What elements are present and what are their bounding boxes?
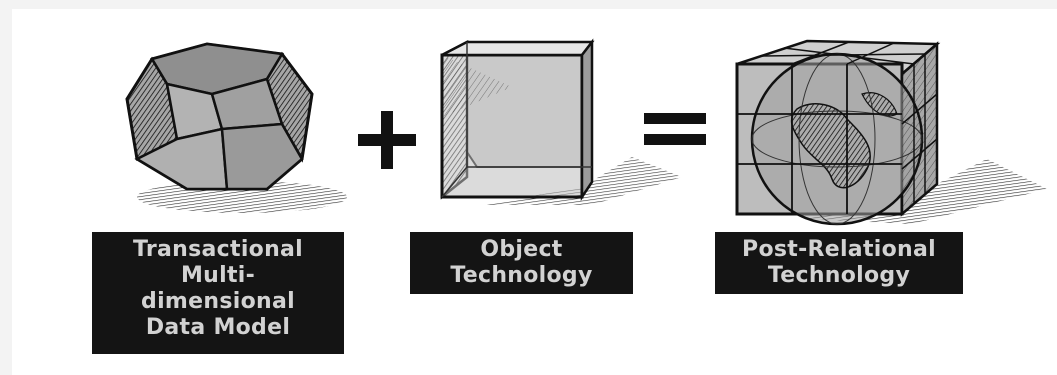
label-line: Data Model	[92, 315, 344, 341]
globe-cube-icon	[727, 39, 1047, 234]
object-technology-label: Object Technology	[410, 232, 633, 294]
equals-icon	[642, 109, 708, 149]
plus-icon	[356, 109, 418, 171]
post-relational-label: Post-Relational Technology	[715, 232, 963, 294]
label-line: Multi-	[92, 263, 344, 289]
label-line: dimensional	[92, 289, 344, 315]
label-line: Technology	[715, 263, 963, 289]
transactional-label: Transactional Multi- dimensional Data Mo…	[92, 232, 344, 354]
label-line: Transactional	[92, 237, 344, 263]
diagram-canvas: Transactional Multi- dimensional Data Mo…	[12, 9, 1057, 375]
label-line: Object	[410, 237, 633, 263]
label-line: Post-Relational	[715, 237, 963, 263]
label-line: Technology	[410, 263, 633, 289]
truncated-cube-icon	[117, 39, 352, 219]
